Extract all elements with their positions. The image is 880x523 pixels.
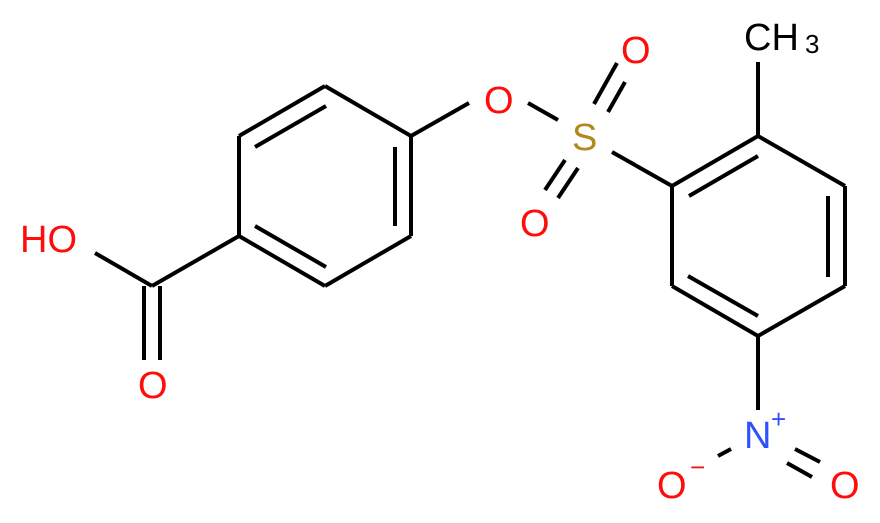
methyl-label: CH	[744, 17, 799, 59]
sulfonyl-oxygen-top-label: O	[621, 30, 651, 72]
sulfur-label: S	[572, 117, 597, 159]
benzene-ring-2	[670, 134, 847, 338]
ester-linkage	[410, 62, 673, 200]
benzene-ring-1	[237, 84, 413, 288]
nitro-oxygen-left-label: O	[657, 465, 687, 507]
nitro-group	[717, 336, 821, 479]
sulfonyl-oxygen-bottom-label: O	[520, 203, 550, 245]
nitro-oxygen-right-label: O	[830, 465, 860, 507]
hydroxyl-label: HO	[20, 219, 77, 261]
carbonyl-oxygen-label: O	[138, 365, 168, 407]
carboxyl-group	[93, 234, 240, 360]
methyl-subscript: 3	[805, 29, 819, 59]
ester-oxygen-label: O	[484, 80, 514, 122]
nitrogen-label: N	[744, 415, 771, 457]
nitro-oxygen-left-charge: −	[690, 452, 705, 482]
nitrogen-charge: +	[771, 404, 786, 434]
